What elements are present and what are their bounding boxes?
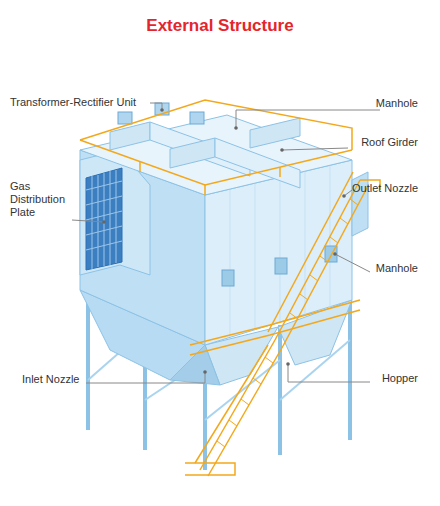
transformer-unit — [118, 112, 132, 124]
manhole-door — [275, 258, 287, 274]
part-label: Roof Girder — [361, 136, 418, 149]
inlet-nozzle — [80, 150, 150, 275]
diagram-title: External Structure — [0, 16, 440, 36]
part-label: Manhole — [376, 262, 418, 275]
manhole-door — [222, 270, 234, 286]
part-label: Outlet Nozzle — [352, 182, 418, 195]
part-label: Hopper — [382, 372, 418, 385]
leader-lines — [72, 103, 380, 383]
part-label: Inlet Nozzle — [22, 373, 79, 386]
gas-distribution-grid — [86, 168, 122, 270]
part-label: Gas Distribution Plate — [10, 180, 72, 219]
roof-housings — [110, 118, 300, 188]
leader-dots — [102, 108, 346, 374]
transformer-unit — [190, 112, 204, 124]
railings — [80, 100, 360, 355]
outlet-nozzle — [352, 172, 368, 236]
grid-lines — [86, 170, 122, 269]
casing-panels — [230, 165, 330, 337]
part-label: Manhole — [376, 97, 418, 110]
stair-treads — [217, 199, 358, 447]
staircase — [185, 172, 380, 476]
part-label: Transformer-Rectifier Unit — [10, 96, 160, 109]
